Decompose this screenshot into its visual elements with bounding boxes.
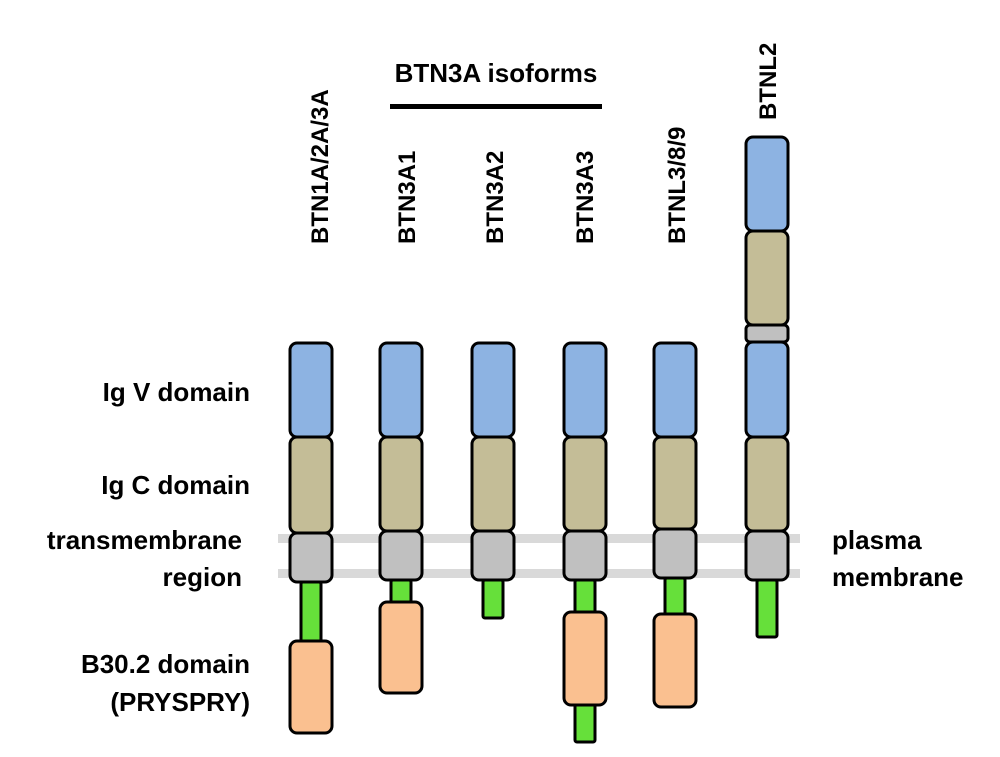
btn3a3-b30-2-domain [562,610,608,707]
btn3a3-ig-c-domain [562,435,608,533]
protein-label-btnl389: BTNL3/8/9 [664,127,691,244]
btn3a1-cytoplasmic-tail [389,578,413,606]
protein-btnl2 [744,135,790,639]
protein-label-btnl2: BTNL2 [755,43,782,120]
btnl2-ig-c-domain-1 [744,229,790,327]
protein-label-btn3a3: BTN3A3 [572,151,599,244]
btnl389-ig-c-domain [652,435,698,531]
btn3a3-ig-v-domain [562,341,608,439]
plasma-label: plasma [832,525,922,555]
membrane-line-bottom [278,569,800,578]
protein-btn1a [288,341,334,735]
protein-label-btn1a: BTN1A/2A/3A [307,89,334,244]
membrane-line-top [278,534,800,543]
btn3a2-ig-v-domain [470,341,516,439]
btnl2-linker [744,323,790,344]
transmembrane-label: transmembrane [47,525,242,555]
btn3a3-transmembrane-domain [562,529,608,582]
btn3a1-transmembrane-domain [378,529,424,582]
ig-v-domain-label: Ig V domain [103,377,250,407]
btn1a-ig-c-domain [288,435,334,535]
protein-btn3a2 [470,341,516,620]
protein-btnl389 [652,341,698,709]
btnl2-ig-v-domain-2 [744,340,790,439]
btn1a-ig-v-domain [288,341,334,439]
btnl2-cytoplasmic-tail [755,578,779,639]
btnl2-transmembrane-domain [744,529,790,582]
btn3a2-ig-c-domain [470,435,516,533]
btnl389-cytoplasmic-tail [663,576,687,618]
btnl2-ig-c-domain-2 [744,435,790,533]
btn3a3-cytoplasmic-tail-lower [573,702,597,744]
ig-c-domain-label: Ig C domain [101,470,250,500]
btnl389-transmembrane-domain [652,527,698,580]
protein-btn3a3 [562,341,608,744]
btnl389-ig-v-domain [652,341,698,439]
btn3a2-cytoplasmic-tail [481,578,505,620]
btn1a-cytoplasmic-tail [299,580,323,646]
region-label: region [163,562,242,592]
btnl389-b30-2-domain [652,612,698,709]
pryspry-label: (PRYSPRY) [110,687,250,717]
btn3a1-ig-v-domain [378,341,424,439]
b30-2-domain-label: B30.2 domain [81,649,250,679]
btn3a2-transmembrane-domain [470,529,516,582]
membrane-label: membrane [832,562,964,592]
btn3a3-cytoplasmic-tail-upper [573,578,597,616]
btn3a1-ig-c-domain [378,435,424,533]
btn3a1-b30-2-domain [378,600,424,695]
btn3a-isoforms-title: BTN3A isoforms [395,58,598,88]
protein-btn3a1 [378,341,424,695]
btn1a-transmembrane-domain [288,531,334,584]
btn3a-isoforms-bracket [390,104,602,109]
protein-label-btn3a2: BTN3A2 [482,151,509,244]
btnl2-ig-v-domain-1 [744,135,790,233]
protein-label-btn3a1: BTN3A1 [394,151,421,244]
btn1a-b30-2-domain [288,639,334,735]
